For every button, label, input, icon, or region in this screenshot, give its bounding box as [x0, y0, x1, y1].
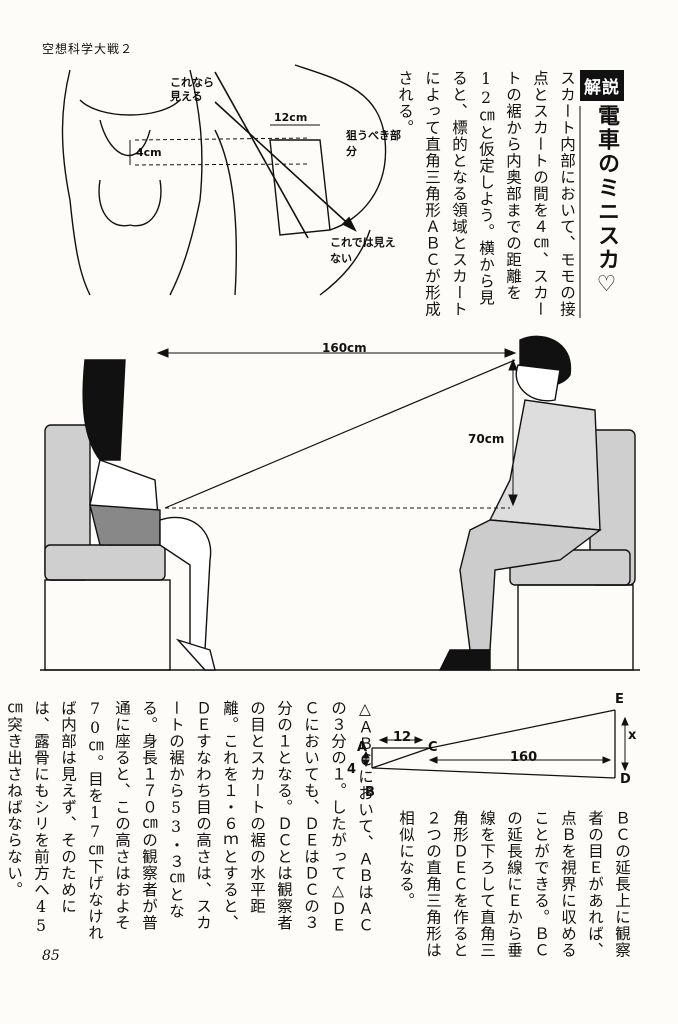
- geometry-diagram: [362, 709, 629, 779]
- point-b: B: [365, 785, 375, 800]
- length-cd: 160: [510, 750, 538, 765]
- label-cannot-see: これでは見えない: [330, 236, 396, 265]
- body-text-upper: ＢＣの延長上に観察者の目Ｅがあれば、点Ｂを視界に収めることができる。ＢＣの延長線…: [397, 810, 631, 959]
- body-text-lower: △ＡＢＣにおいて、ＡＢはＡＣの３分の１。したがって△ＤＥＣにおいても、ＤＥはＤＣ…: [5, 700, 374, 941]
- dim-70cm: 70cm: [468, 432, 505, 446]
- top-illustration: [61, 64, 387, 296]
- point-c: C: [428, 740, 438, 755]
- length-ed: x: [628, 728, 637, 743]
- page-number: 85: [42, 948, 60, 964]
- length-ac: 12: [393, 730, 412, 745]
- label-can-see: これなら見える: [170, 76, 214, 103]
- dim-height-4cm: 4cm: [136, 146, 162, 159]
- column-badge: 解説: [580, 70, 624, 101]
- title-underline: [579, 106, 581, 318]
- train-scene: [40, 335, 640, 671]
- length-ab: 4: [347, 762, 357, 777]
- point-d: D: [620, 772, 631, 787]
- book-title: 空想科学大戦２: [42, 42, 134, 56]
- column-title: 電車のミニスカ♡: [594, 104, 619, 299]
- intro-paragraph: スカート内部において、モモの接点とスカートの間を４㎝、スカートの裾から内奥部まで…: [396, 70, 576, 318]
- label-target: 狙うべき部分: [346, 129, 401, 158]
- point-e: E: [615, 692, 624, 707]
- point-a: A: [357, 740, 368, 755]
- dim-160cm: 160cm: [322, 341, 367, 355]
- dim-depth-12cm: 12cm: [274, 111, 308, 124]
